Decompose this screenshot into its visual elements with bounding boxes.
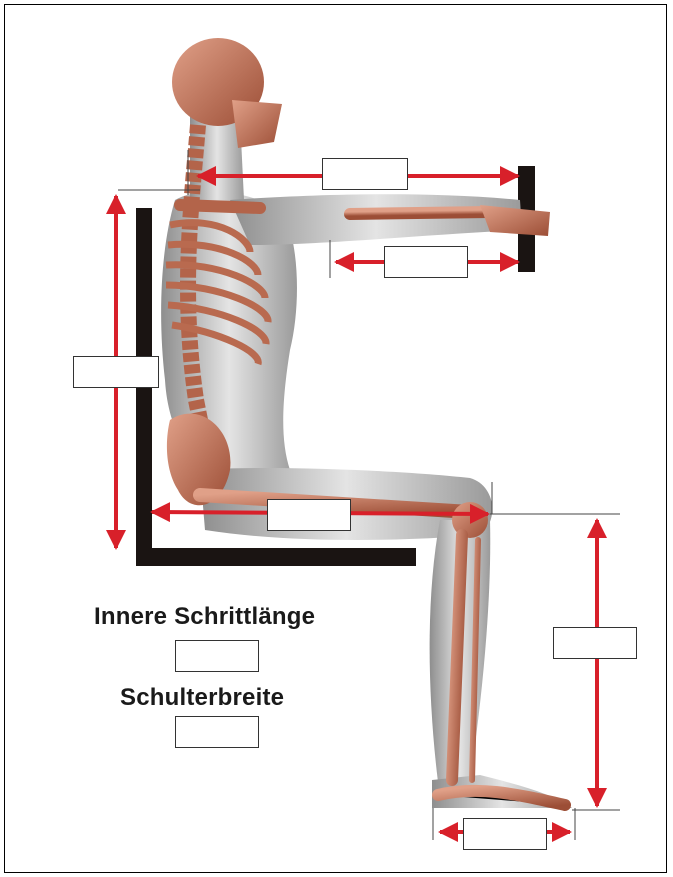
lower-leg-length-box[interactable] [553,627,637,659]
forearm-reach-box[interactable] [384,246,468,278]
hand [480,205,550,236]
foot-length-box[interactable] [463,818,547,850]
jaw [232,100,282,148]
sitting-height-box[interactable] [73,356,159,388]
inseam-box[interactable] [175,640,259,672]
chair-seat [136,548,416,566]
forearm [350,212,490,214]
shoulder-width-label: Schulterbreite [120,684,284,712]
shoulder-width-box[interactable] [175,716,259,748]
thigh-length-box[interactable] [267,499,351,531]
inseam-label: Innere Schrittlänge [94,603,315,631]
shoulder-to-grip-box[interactable] [322,158,408,190]
